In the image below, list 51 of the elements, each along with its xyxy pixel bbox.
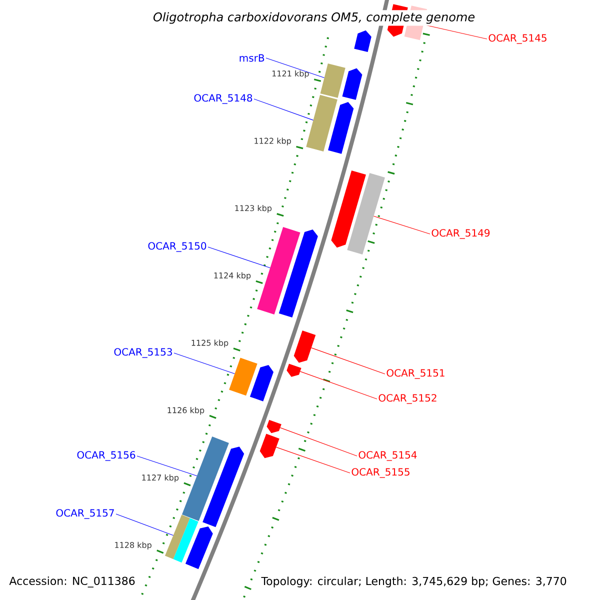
- feature-bar: [173, 518, 198, 563]
- gene-block: [286, 364, 302, 377]
- gene-label: OCAR_5145: [488, 34, 546, 44]
- gene-label: OCAR_5157: [56, 509, 114, 519]
- gene-label: OCAR_5150: [148, 242, 206, 252]
- tick-label: 1122 kbp: [254, 138, 291, 146]
- feature-bar: [347, 173, 385, 254]
- tick-label: 1127 kbp: [142, 474, 179, 482]
- gene-block: [328, 102, 354, 154]
- gene-label: OCAR_5156: [77, 451, 136, 461]
- leader-line: [276, 446, 350, 474]
- leader-line: [116, 514, 174, 536]
- leader-line: [254, 98, 314, 120]
- tick-label: 1126 kbp: [168, 407, 204, 415]
- tick-label: 1125 kbp: [192, 340, 228, 348]
- leader-line: [136, 456, 198, 476]
- gene-block: [202, 446, 244, 528]
- gene-label: OCAR_5154: [358, 451, 417, 461]
- gene-label: OCAR_5148: [194, 94, 252, 104]
- gene-block: [266, 420, 282, 434]
- leader-line: [174, 352, 235, 374]
- gene-label: OCAR_5155: [352, 468, 410, 478]
- gene-block: [185, 526, 213, 570]
- feature-bar: [182, 436, 229, 521]
- gene-label: OCAR_5151: [386, 369, 444, 379]
- tick-label: 1121 kbp: [272, 70, 309, 78]
- feature-bar: [320, 63, 346, 98]
- gene-block: [250, 365, 274, 402]
- leader-line: [266, 58, 325, 78]
- accession-label: Accession: NC_011386: [9, 576, 135, 588]
- gene-block: [278, 229, 318, 318]
- genome-info-text: Topology: circular; Length: 3,745,629 bp; Genes: 3,770: [261, 576, 566, 588]
- gene-label: msrB: [240, 54, 264, 62]
- leader-line: [311, 348, 386, 374]
- tick-label: 1128 kbp: [115, 542, 152, 550]
- gene-label: OCAR_5152: [378, 394, 436, 404]
- gene-block: [342, 68, 362, 100]
- gene-block: [331, 170, 366, 248]
- leader-line: [373, 216, 430, 234]
- gene-block: [294, 330, 316, 363]
- feature-bar: [229, 358, 258, 396]
- title: Oligotropha carboxidovorans OM5, complete genome: [150, 10, 478, 26]
- gene-label: OCAR_5149: [432, 229, 490, 239]
- leader-line: [280, 427, 358, 456]
- feature-bar: [164, 514, 190, 560]
- gene-block: [354, 30, 372, 52]
- feature-bar: [257, 227, 300, 314]
- leader-line: [208, 246, 270, 268]
- tick-label: 1123 kbp: [235, 204, 272, 213]
- leader-line: [300, 371, 378, 400]
- gene-label: OCAR_5153: [114, 348, 172, 358]
